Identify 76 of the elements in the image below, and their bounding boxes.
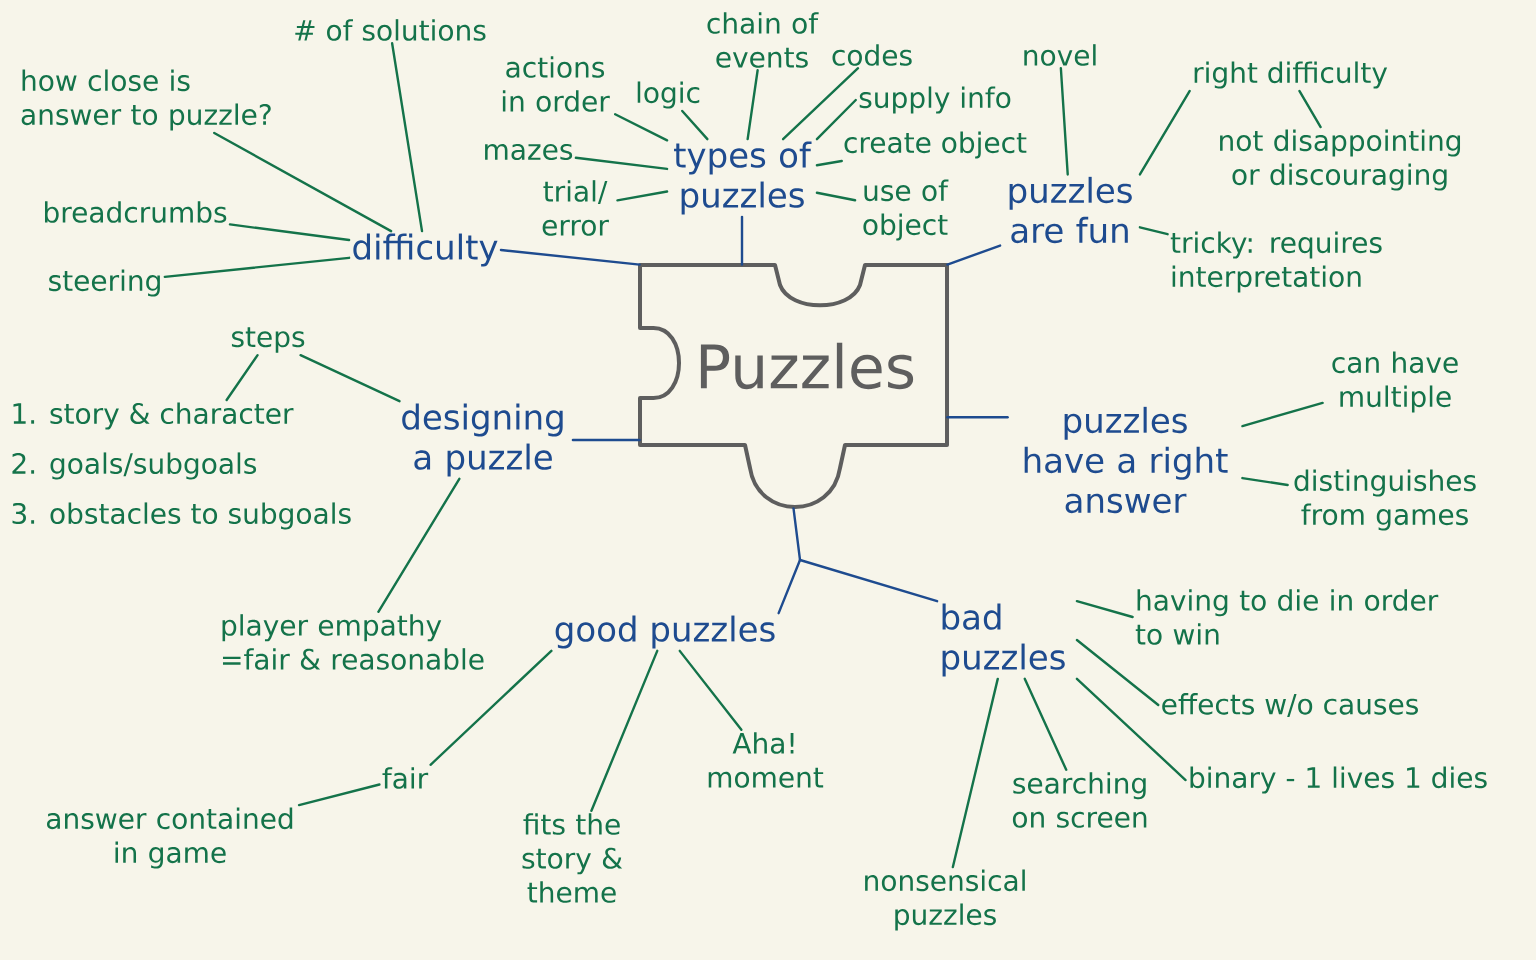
- connector-line: [746, 69, 759, 141]
- connector-line: [1075, 677, 1187, 782]
- connector-line: [377, 477, 461, 613]
- connector-line: [297, 783, 381, 807]
- connector-line: [815, 159, 843, 167]
- connector-line: [781, 67, 860, 141]
- note-label: steps: [231, 327, 305, 353]
- topic-label: designing a puzzle: [402, 403, 563, 477]
- connector-line: [678, 649, 743, 731]
- connector-line: [1138, 89, 1191, 176]
- connector-line: [613, 113, 669, 142]
- connector-line: [946, 416, 1009, 419]
- connector-line: [228, 223, 351, 242]
- connector-line: [299, 353, 401, 403]
- note-label: distinguishes from games: [1294, 469, 1476, 531]
- connector-line: [590, 649, 659, 812]
- note-label: novel: [1024, 44, 1096, 66]
- connector-line: [213, 131, 393, 233]
- connector-line: [1059, 67, 1069, 176]
- note-label: fits the story & theme: [522, 813, 623, 903]
- note-label: actions in order: [502, 56, 610, 112]
- topic-label: good puzzles: [555, 615, 775, 649]
- note-label: Aha! moment: [708, 732, 824, 788]
- topic-label: puzzles are fun: [1009, 176, 1132, 244]
- note-label: use of object: [863, 179, 949, 241]
- note-label: create object: [844, 131, 1027, 159]
- connector-line: [574, 156, 669, 171]
- note-label: mazes: [485, 143, 573, 161]
- note-label: how close is answer to puzzle?: [21, 69, 271, 131]
- note-label: # of solutions: [295, 19, 486, 41]
- connector-line: [225, 353, 259, 402]
- note-label: fair: [382, 767, 429, 789]
- note-label: steering: [49, 269, 160, 297]
- note-label: supply info: [859, 86, 1011, 114]
- connector-line: [740, 215, 744, 266]
- connector-line: [1298, 89, 1322, 129]
- connector-line: [681, 109, 709, 141]
- note-label: player empathy =fair & reasonable: [222, 614, 484, 670]
- connector-line: [815, 98, 857, 141]
- note-label: effects w/o causes: [1162, 693, 1418, 717]
- connector-line: [1075, 638, 1160, 707]
- connector-line: [429, 649, 553, 766]
- connector-line: [815, 191, 857, 202]
- connector-line: [1241, 401, 1324, 428]
- connector-line: [951, 677, 999, 869]
- note-label: answer contained in game: [47, 807, 293, 869]
- note-label: right difficulty: [1194, 61, 1388, 89]
- note-label: can have multiple: [1332, 351, 1458, 413]
- connector-line: [499, 248, 641, 266]
- note-label: logic: [637, 81, 700, 109]
- connector-line: [1075, 599, 1134, 619]
- note-label: not disappointing or discouraging: [1220, 129, 1460, 191]
- connector-line: [616, 190, 669, 202]
- connector-line: [946, 244, 1002, 266]
- puzzle-piece: Puzzles: [638, 263, 949, 509]
- note-label: having to die in order to win: [1135, 589, 1439, 645]
- note-label: trial/ error: [542, 180, 609, 236]
- connector-line: [1023, 677, 1068, 771]
- note-label: nonsensical puzzles: [865, 869, 1025, 931]
- connector-line: [777, 507, 939, 615]
- note-label: searching on screen: [1012, 772, 1147, 828]
- connector-line: [163, 256, 351, 279]
- note-label: breadcrumbs: [45, 201, 227, 223]
- connector-line: [390, 42, 424, 233]
- topic-label: puzzles have a right answer: [1024, 406, 1228, 514]
- note-label: chain of events: [707, 12, 819, 68]
- topic-label: types of puzzles: [674, 141, 812, 215]
- numbered-list: 1. story & character 2. goals/subgoals 3. obstacles to subgoals: [12, 402, 351, 530]
- note-label: binary - 1 lives 1 dies: [1190, 766, 1487, 794]
- note-label: tricky: requires interpretation: [1170, 231, 1382, 293]
- topic-label: difficulty: [353, 233, 498, 267]
- topic-label: bad puzzles: [942, 603, 1065, 677]
- note-label: codes: [832, 44, 912, 66]
- connector-line: [1241, 476, 1289, 487]
- connector-line: [1138, 226, 1169, 236]
- connector-line: [571, 438, 641, 442]
